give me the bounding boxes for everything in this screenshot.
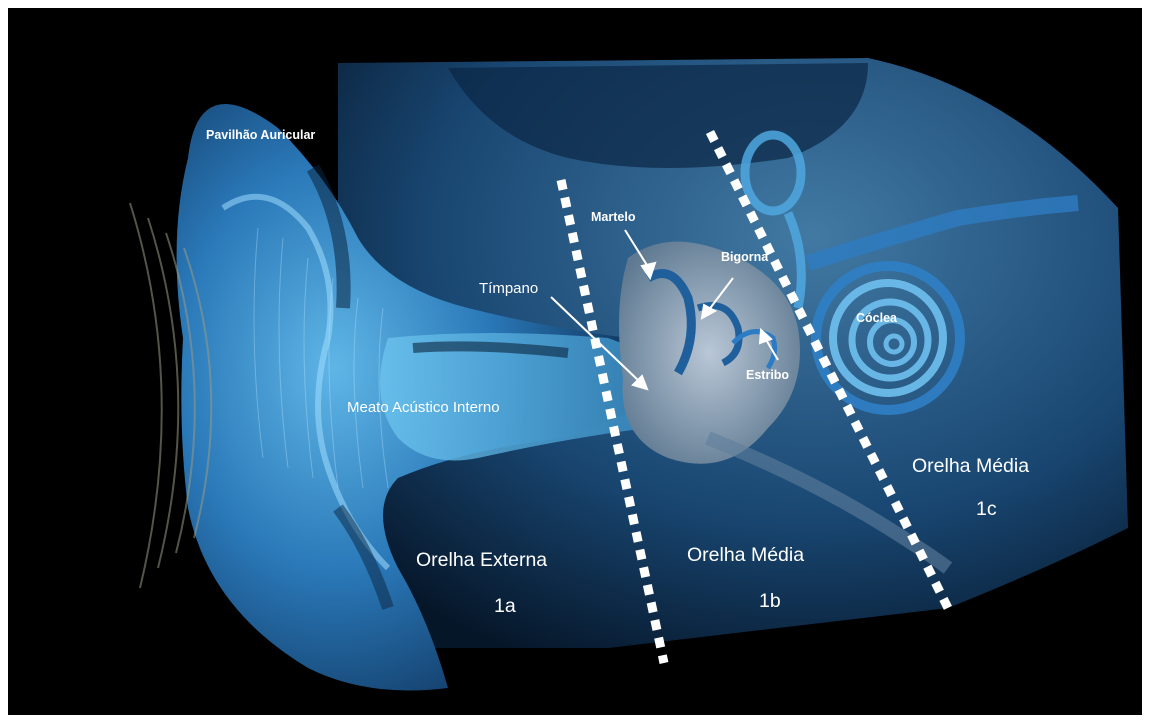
label-meato-acustico: Meato Acústico Interno — [347, 399, 500, 416]
label-estribo: Estribo — [746, 368, 789, 382]
label-martelo: Martelo — [591, 210, 635, 224]
ear-anatomy-diagram: Pavilhão Auricular Martelo Bigorna Tímpa… — [8, 8, 1142, 715]
label-coclea: Cóclea — [856, 311, 897, 325]
region-interna-title: Orelha Média — [912, 455, 1029, 478]
region-media-code: 1b — [759, 590, 781, 613]
label-bigorna: Bigorna — [721, 250, 768, 264]
region-externa-title: Orelha Externa — [416, 549, 547, 572]
ear-illustration — [8, 8, 1142, 715]
region-media-title: Orelha Média — [687, 544, 804, 567]
label-timpano: Tímpano — [479, 280, 538, 297]
label-pavilhao-auricular: Pavilhão Auricular — [206, 128, 315, 142]
region-externa-code: 1a — [494, 595, 516, 618]
region-interna-code: 1c — [976, 498, 997, 521]
